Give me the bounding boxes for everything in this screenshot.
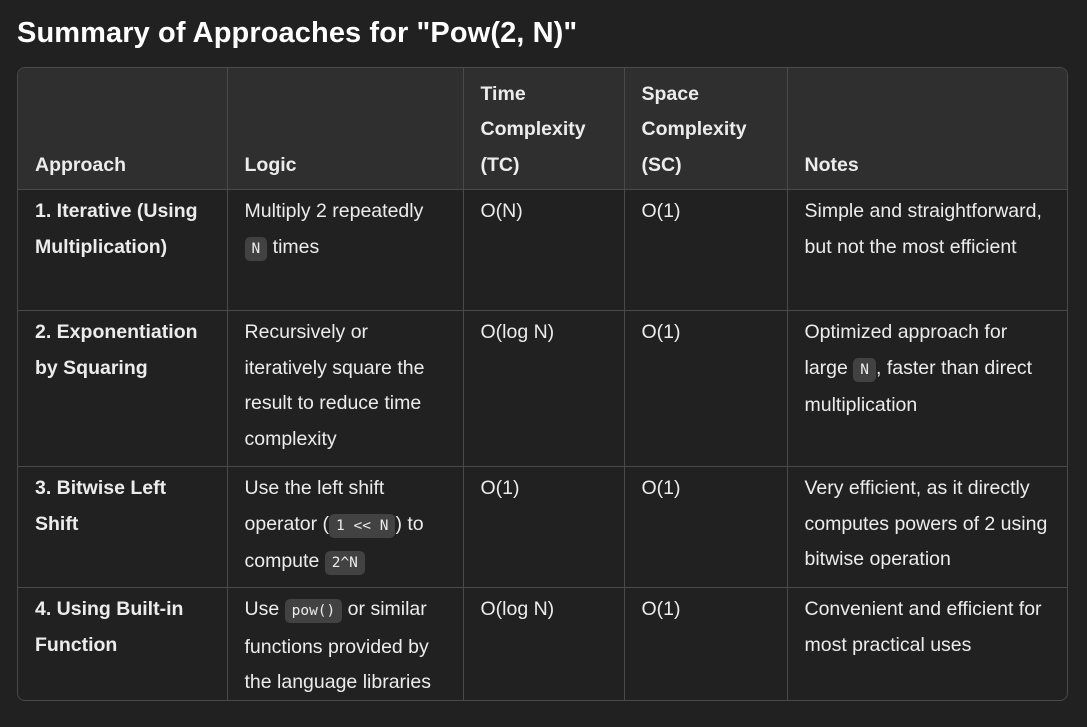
table-row: 3. Bitwise Left Shift Use the left shift…: [18, 466, 1067, 588]
cell-notes: Simple and straightforward, but not the …: [787, 189, 1067, 311]
logic-text: Use: [244, 598, 285, 620]
cell-approach: 1. Iterative (Using Multiplication): [18, 189, 228, 311]
cell-notes: Optimized approach for large N, faster t…: [787, 310, 1067, 467]
header-space-complexity: Space Complexity (SC): [624, 68, 788, 190]
notes-text: Optimized approach for large: [804, 321, 1008, 379]
cell-notes: Convenient and efficient for most practi…: [787, 587, 1067, 700]
summary-table-container: Approach Logic Time Complexity (TC) Spac…: [17, 67, 1068, 701]
header-row: Approach Logic Time Complexity (TC) Spac…: [18, 68, 1067, 190]
cell-space-complexity: O(1): [624, 466, 788, 588]
header-approach: Approach: [18, 68, 228, 190]
header-notes: Notes: [787, 68, 1067, 190]
inline-code: 2^N: [324, 551, 365, 575]
cell-space-complexity: O(1): [624, 587, 788, 700]
logic-text: Use the left shift operator (: [244, 477, 385, 535]
cell-approach: 3. Bitwise Left Shift: [18, 466, 228, 588]
cell-space-complexity: O(1): [624, 189, 788, 311]
table-body: 1. Iterative (Using Multiplication) Mult…: [18, 189, 1067, 700]
cell-approach: 4. Using Built-in Function: [18, 587, 228, 700]
inline-code: N: [853, 357, 877, 382]
cell-notes: Very efficient, as it directly computes …: [787, 466, 1067, 588]
logic-text: or similar functions provided by the lan…: [244, 598, 431, 693]
summary-table: Approach Logic Time Complexity (TC) Spac…: [18, 68, 1067, 700]
cell-space-complexity: O(1): [624, 310, 788, 467]
logic-text: Multiply 2 repeatedly: [244, 200, 424, 222]
cell-logic: Recursively or iteratively square the re…: [227, 310, 464, 467]
cell-logic: Use the left shift operator (1 << N) to …: [227, 466, 464, 588]
header-time-complexity: Time Complexity (TC): [463, 68, 625, 190]
cell-time-complexity: O(log N): [463, 310, 625, 467]
cell-approach: 2. Exponentiation by Squaring: [18, 310, 228, 467]
logic-text: ) to compute: [244, 512, 424, 573]
table-row: 2. Exponentiation by Squaring Recursivel…: [18, 310, 1067, 467]
inline-code: N: [244, 236, 268, 261]
inline-code: 1 << N: [329, 513, 396, 538]
cell-logic: Use pow() or similar functions provided …: [227, 587, 464, 700]
page-title: Summary of Approaches for "Pow(2, N)": [17, 17, 578, 49]
logic-text: times: [267, 235, 320, 258]
header-logic: Logic: [227, 68, 464, 190]
cell-logic: Multiply 2 repeatedly N times: [227, 189, 464, 311]
table-header: Approach Logic Time Complexity (TC) Spac…: [18, 68, 1067, 190]
cell-time-complexity: O(N): [463, 189, 625, 311]
cell-time-complexity: O(1): [463, 466, 625, 588]
notes-text: , faster than direct multiplication: [804, 356, 1033, 417]
table-row: 1. Iterative (Using Multiplication) Mult…: [18, 189, 1067, 311]
inline-code: pow(): [284, 599, 343, 623]
cell-time-complexity: O(log N): [463, 587, 625, 700]
table-row: 4. Using Built-in Function Use pow() or …: [18, 587, 1067, 700]
